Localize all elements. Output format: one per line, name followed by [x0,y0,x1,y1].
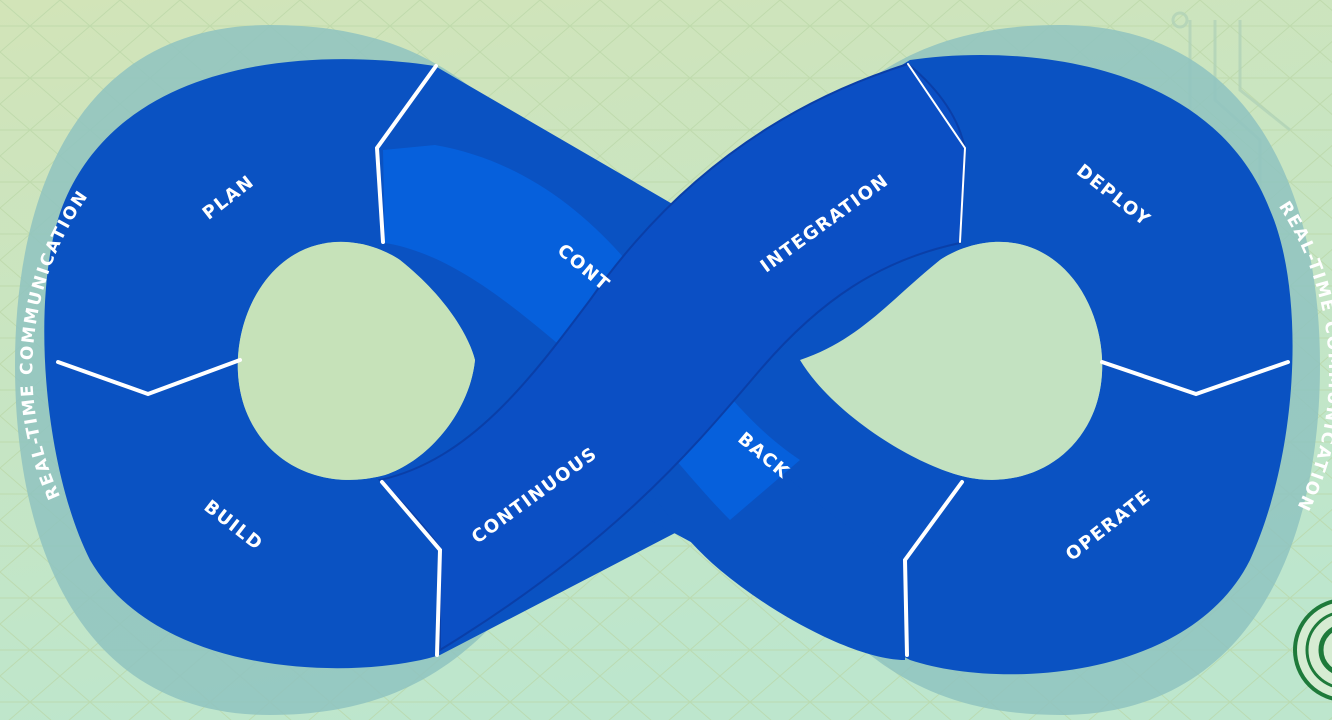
divider-back-operate [902,480,964,657]
emblem-logo [1293,599,1332,701]
segment-dividers [56,63,1290,657]
right-hole [800,241,1103,480]
divider-build-band [380,480,443,657]
left-hole [237,241,475,480]
divider-plan-cont [374,64,438,244]
divider-band-deploy [907,63,967,243]
divider-deploy-operate [1100,360,1290,397]
divider-plan-build [56,358,242,397]
